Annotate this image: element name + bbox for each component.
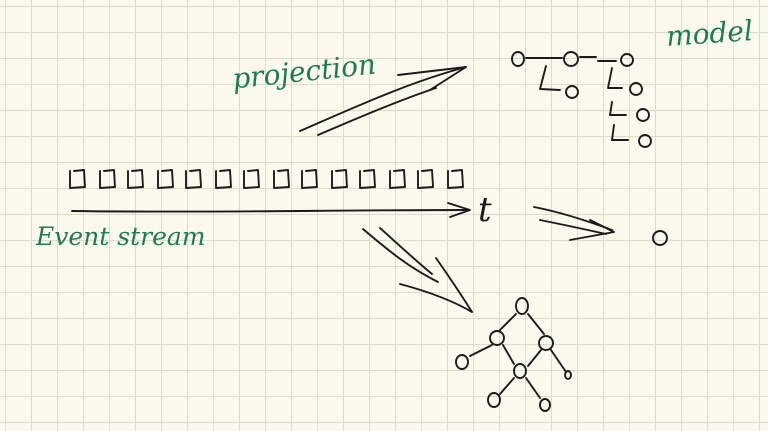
time-axis-label: t bbox=[478, 190, 492, 230]
model-structure bbox=[511, 51, 652, 148]
state-node bbox=[652, 230, 668, 246]
event-box bbox=[127, 169, 144, 189]
event-box bbox=[359, 169, 376, 189]
event-box bbox=[389, 169, 406, 189]
event-stream-boxes bbox=[69, 169, 464, 189]
event-box bbox=[99, 169, 116, 189]
reduce-arrow bbox=[533, 206, 615, 241]
event-box bbox=[273, 169, 290, 189]
event-box bbox=[417, 169, 434, 189]
event-box bbox=[215, 169, 232, 189]
event-box bbox=[301, 169, 318, 189]
event-box bbox=[331, 169, 348, 189]
event-box bbox=[447, 169, 464, 189]
event-box bbox=[243, 169, 260, 189]
event-box bbox=[157, 169, 174, 189]
event-box bbox=[185, 169, 202, 189]
event-box bbox=[69, 169, 86, 189]
projection-arrow bbox=[299, 66, 467, 136]
time-axis-arrow bbox=[71, 202, 471, 218]
event-stream-label: Event stream bbox=[36, 222, 206, 251]
tree-arrow bbox=[362, 227, 473, 313]
model-label: model bbox=[664, 14, 754, 53]
tree-structure bbox=[455, 297, 572, 412]
